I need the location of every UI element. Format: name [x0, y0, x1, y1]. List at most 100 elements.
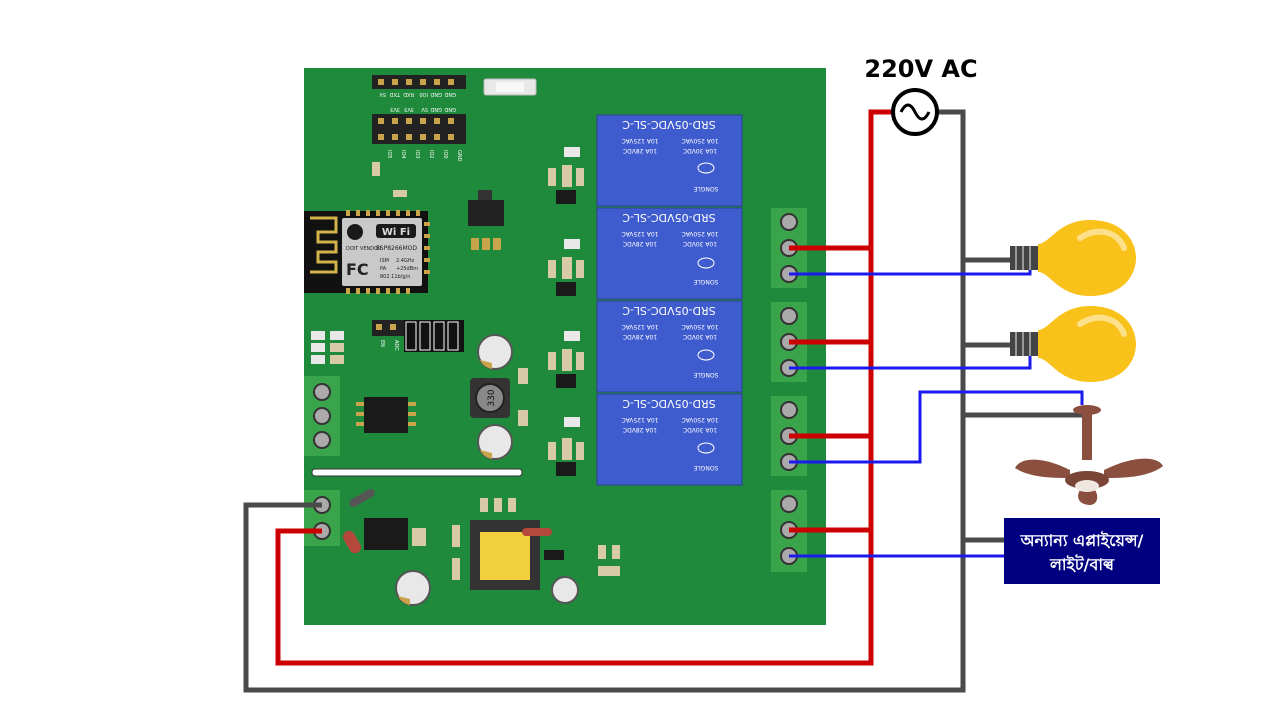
pin-label: IO3	[414, 150, 420, 159]
pin-label: TXD	[390, 91, 401, 97]
pin-label: IO2	[428, 150, 434, 159]
relay-rating: 10A 30VDC	[683, 426, 717, 433]
light-bulb-icon	[1038, 306, 1136, 382]
relay-rating: 10A 125VAC	[621, 137, 658, 144]
relay-model: SRD-05VDC-SL-C	[622, 304, 716, 317]
relay-rating: 10A 28VDC	[623, 426, 657, 433]
other-label-line2: লাইট/বাল্ব	[1049, 554, 1115, 574]
pin-label: GND	[430, 91, 442, 97]
pcb-antenna	[310, 216, 338, 274]
pin-label: 5V	[379, 91, 386, 97]
cqc-mark-icon	[697, 162, 715, 174]
relay-rating: 10A 250VAC	[681, 230, 718, 237]
cqc-mark-icon	[697, 349, 715, 361]
wiring	[243, 109, 1084, 693]
relay-rating: 10A 250VAC	[681, 416, 718, 423]
relay-rating: 10A 125VAC	[621, 416, 658, 423]
relay-4: SRD-05VDC-SL-C 10A 250VAC 10A 125VAC 10A…	[596, 393, 743, 486]
relay-model: SRD-05VDC-SL-C	[622, 211, 716, 224]
smd-resistor	[518, 368, 528, 384]
ceiling-fan-icon	[1015, 459, 1070, 478]
power-transformer	[452, 498, 620, 590]
smd-resistor	[372, 162, 380, 176]
smd-resistor	[393, 190, 407, 197]
pin-label: RXD	[403, 91, 414, 97]
esp8266-module: Wi Fi DOIT VENDOR ESP8266MOD FC ISM 2.4G…	[304, 210, 430, 294]
pin-label: 3V3	[404, 106, 414, 112]
pin-label: IO0	[442, 150, 448, 159]
adc-label: ADC	[393, 340, 399, 351]
relay-driver	[548, 417, 584, 476]
cqc-mark-icon	[697, 257, 715, 269]
pin-label: GND	[456, 150, 462, 162]
cqc-mark-icon	[697, 442, 715, 454]
reset-button	[483, 78, 537, 96]
pin-label: 3V3	[390, 106, 400, 112]
ac-input-terminal	[304, 490, 340, 546]
capacitor	[551, 576, 579, 604]
relay-rating: 10A 250VAC	[681, 323, 718, 330]
neutral-wire	[243, 109, 966, 693]
relay-1: SRD-05VDC-SL-C 10A 250VAC 10A 125VAC 10A…	[596, 114, 743, 207]
prog-header: EN ADC	[372, 320, 464, 352]
module-power: +25dBm	[396, 266, 418, 272]
light-bulb-2	[1010, 306, 1136, 382]
buck-ic	[356, 397, 416, 433]
fc-logo: FC	[346, 260, 369, 279]
relay-rating: 10A 30VDC	[683, 333, 717, 340]
relay-brand: SONGLE	[693, 278, 718, 285]
wifi-logo: Wi Fi	[382, 227, 410, 238]
relay-rating: 10A 28VDC	[623, 147, 657, 154]
pin-label: IO5	[386, 150, 392, 159]
relay-rating: 10A 125VAC	[621, 230, 658, 237]
other-appliance-box: অন্যান্য এপ্লাইয়েন্স/ লাইট/বাল্ব	[1004, 518, 1160, 584]
pin-label: GND	[444, 91, 456, 97]
light-bulb-1	[1010, 220, 1136, 296]
module-ism: ISM	[380, 258, 389, 264]
vendor-text: DOIT VENDOR	[346, 246, 382, 252]
relay-rating: 10A 28VDC	[623, 333, 657, 340]
dc-terminal-block	[304, 376, 340, 456]
pin-header-double	[372, 114, 466, 144]
relay-rating: 10A 250VAC	[681, 137, 718, 144]
smd-resistor	[518, 410, 528, 426]
ac-source: 220V AC	[864, 55, 978, 136]
pin-header-top	[372, 75, 466, 89]
capacitor	[395, 570, 431, 606]
relay-rating: 10A 30VDC	[683, 147, 717, 154]
model-text: ESP8266MOD	[376, 245, 417, 252]
module-standard: 802.11b/g/n	[380, 274, 410, 280]
light-bulb-icon	[1038, 220, 1136, 296]
espressif-logo-icon	[347, 224, 363, 240]
relay-driver	[548, 331, 584, 388]
slot-cutout	[311, 468, 523, 477]
other-label-line1: অন্যান্য এপ্লাইয়েন্স/	[1020, 531, 1144, 550]
supply-label: 220V AC	[864, 55, 977, 83]
voltage-regulator	[468, 190, 504, 250]
header-top-labels: GND GND IO0 RXD TXD 5V	[379, 91, 456, 97]
header-mid-labels: GND GND 5V 3V3 3V3	[390, 106, 456, 112]
relay-3: SRD-05VDC-SL-C 10A 250VAC 10A 125VAC 10A…	[596, 300, 743, 393]
module-pa: PA	[380, 266, 387, 272]
pin-label: IO4	[400, 150, 406, 159]
header-bottom-labels: GND IO0 IO2 IO3 IO4 IO5	[386, 150, 462, 162]
relay-driver	[548, 147, 584, 204]
en-label: EN	[379, 340, 385, 347]
pin-label: 5V	[421, 106, 428, 112]
relay-brand: SONGLE	[693, 464, 718, 471]
switched-wire	[789, 390, 1084, 464]
relay-driver	[548, 239, 584, 296]
status-leds	[311, 331, 344, 364]
relay-board: GND GND IO0 RXD TXD 5V GND GND 5V 3V3 3V…	[304, 68, 826, 625]
capacitor	[477, 334, 513, 370]
relay-rating: 10A 30VDC	[683, 240, 717, 247]
switched-wire	[789, 356, 1032, 370]
ceiling-fan	[1015, 405, 1163, 505]
pin-label: GND	[444, 106, 456, 112]
inductor: 330	[470, 378, 510, 418]
fuse-and-bridge	[343, 489, 426, 554]
inductor-label: 330	[487, 389, 497, 406]
relay-model: SRD-05VDC-SL-C	[622, 397, 716, 410]
